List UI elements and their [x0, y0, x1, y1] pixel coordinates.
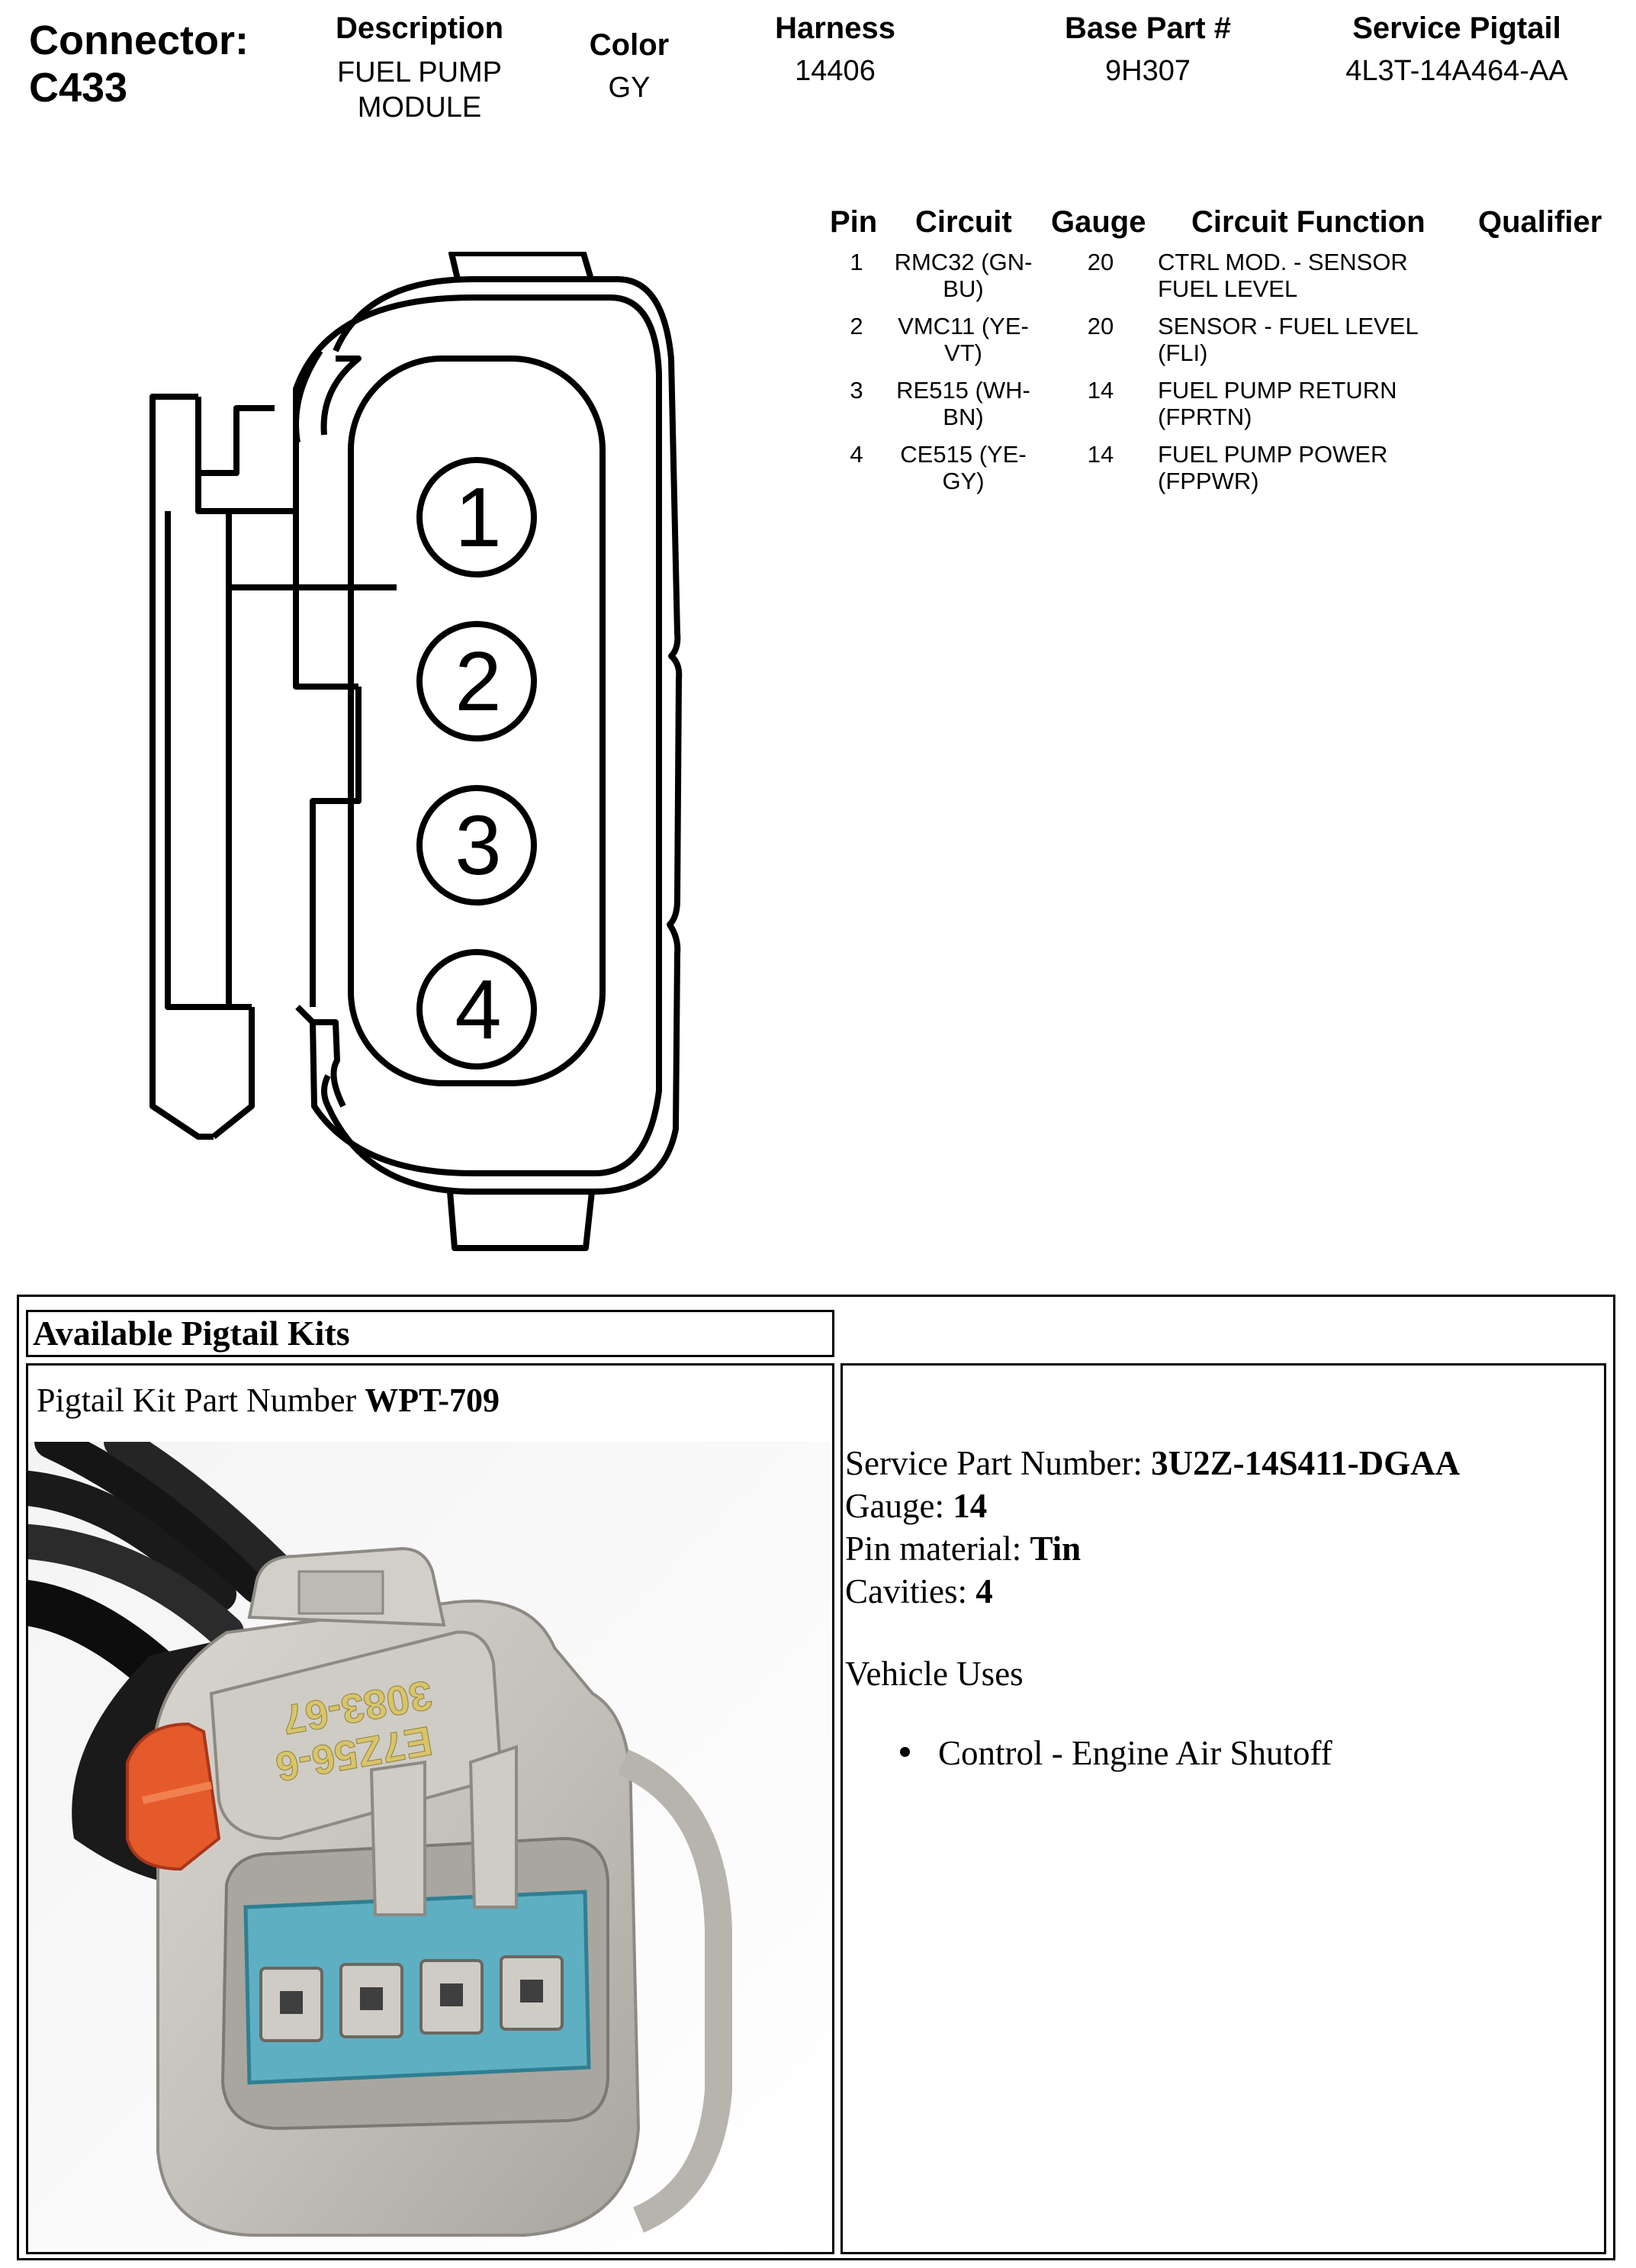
- description-column: Description FUEL PUMP MODULE: [290, 11, 549, 125]
- vehicle-uses-label: Vehicle Uses: [845, 1655, 1024, 1693]
- circuit-header: Circuit: [915, 205, 1012, 239]
- gauge-label: Gauge:: [845, 1487, 953, 1525]
- cavities-value: 4: [975, 1572, 993, 1610]
- base-part-label: Base Part #: [1065, 11, 1231, 45]
- table-row: 4 CE515 (YE-GY) 14 FUEL PUMP POWER(FPPWR…: [822, 441, 1631, 505]
- function-cell: SENSOR - FUEL LEVEL(FLI): [1158, 313, 1419, 366]
- pin-cell: 2: [850, 313, 863, 339]
- table-row: 2 VMC11 (YE-VT) 20 SENSOR - FUEL LEVEL(F…: [822, 313, 1631, 377]
- cavities-label: Cavities:: [845, 1572, 976, 1610]
- pin-cell: 4: [850, 441, 863, 468]
- bullet-icon: [900, 1747, 910, 1757]
- housing-outer-outline: [325, 276, 683, 1195]
- gauge-spec: Gauge: 14: [845, 1485, 987, 1527]
- service-part-label: Service Part Number:: [845, 1444, 1152, 1482]
- harness-value: 14406: [795, 55, 876, 87]
- connector-face-drawing: 1 2 3 4: [149, 252, 683, 1251]
- circuit-cell: VMC11 (YE-VT): [898, 313, 1029, 366]
- pin-4-label: 4: [455, 963, 501, 1057]
- pin-3-circle: [416, 785, 537, 906]
- gauge-cell: 20: [1087, 313, 1114, 339]
- qualifier-header: Qualifier: [1478, 205, 1602, 239]
- gauge-cell: 14: [1087, 377, 1114, 404]
- base-part-column: Base Part # 9H307: [1014, 11, 1281, 88]
- pin-material-value: Tin: [1030, 1530, 1082, 1568]
- latch-bracket-outline: [149, 394, 214, 1140]
- pin-cell: 3: [850, 377, 863, 404]
- description-line: MODULE: [357, 92, 482, 124]
- pin-material-spec: Pin material: Tin: [845, 1527, 1081, 1570]
- pin-insert-outline: [348, 355, 606, 1086]
- harness-column: Harness 14406: [732, 11, 938, 88]
- kits-section-title: Available Pigtail Kits: [26, 1310, 834, 1357]
- color-value: GY: [608, 72, 651, 104]
- pin-header: Pin: [830, 205, 878, 239]
- function-cell: FUEL PUMP RETURN(FPRTN): [1158, 377, 1397, 430]
- bottom-tab-outline: [447, 1191, 595, 1251]
- connector-id: C433: [29, 65, 128, 111]
- connector-label: Connector:: [29, 18, 249, 63]
- service-pigtail-column: Service Pigtail 4L3T-14A464-AA: [1281, 11, 1632, 88]
- top-tab-outline: [448, 252, 594, 281]
- pigtail-spec-cell: [840, 1363, 1606, 2254]
- service-pigtail-label: Service Pigtail: [1352, 11, 1561, 45]
- description-value: FUEL PUMP MODULE: [290, 55, 549, 125]
- gauge-value: 14: [953, 1487, 988, 1525]
- cavities-spec: Cavities: 4: [845, 1570, 993, 1613]
- pin-1-circle: [416, 457, 537, 577]
- circuit-cell: RE515 (WH-BN): [896, 377, 1030, 430]
- pin-1-label: 1: [455, 471, 501, 565]
- gauge-cell: 14: [1087, 441, 1114, 468]
- service-pigtail-value: 4L3T-14A464-AA: [1345, 55, 1568, 87]
- pigtail-kit-part-number: Pigtail Kit Part Number WPT-709: [37, 1381, 500, 1420]
- service-part-value: 3U2Z-14S411-DGAA: [1151, 1444, 1461, 1482]
- description-label: Description: [335, 11, 504, 45]
- part-number-label: Pigtail Kit Part Number: [37, 1382, 365, 1419]
- pin-2-circle: [416, 621, 537, 742]
- service-part-number: Service Part Number: 3U2Z-14S411-DGAA: [845, 1442, 1460, 1485]
- gauge-header: Gauge: [1051, 205, 1146, 239]
- pin-cell: 1: [850, 249, 863, 275]
- connector-heading: Connector: C433: [29, 17, 249, 111]
- color-column: Color GY: [564, 27, 694, 105]
- pin-3-label: 3: [455, 799, 501, 893]
- harness-label: Harness: [775, 11, 895, 45]
- pin-material-label: Pin material:: [845, 1530, 1030, 1568]
- color-label: Color: [589, 28, 670, 62]
- description-line: FUEL PUMP: [336, 56, 503, 88]
- circuit-cell: CE515 (YE-GY): [900, 441, 1027, 494]
- table-row: 3 RE515 (WH-BN) 14 FUEL PUMP RETURN(FPRT…: [822, 377, 1631, 441]
- base-part-value: 9H307: [1105, 55, 1191, 87]
- circuit-function-header: Circuit Function: [1191, 205, 1425, 239]
- pigtail-kits-frame: [17, 1295, 1615, 2260]
- pin-2-label: 2: [455, 635, 501, 729]
- housing-inner-outline: [293, 294, 662, 1176]
- gauge-cell: 20: [1087, 249, 1114, 275]
- part-number-value: WPT-709: [365, 1382, 500, 1419]
- function-cell: FUEL PUMP POWER(FPPWR): [1158, 441, 1388, 494]
- vehicle-use-item: Control - Engine Air Shutoff: [938, 1734, 1332, 1772]
- pigtail-photo-cell: [26, 1363, 834, 2254]
- pin-4-circle: [416, 949, 537, 1070]
- circuit-cell: RMC32 (GN-BU): [894, 249, 1033, 302]
- pigtail-connector-photo: 3083-67 E7Z56-6: [28, 1442, 832, 2252]
